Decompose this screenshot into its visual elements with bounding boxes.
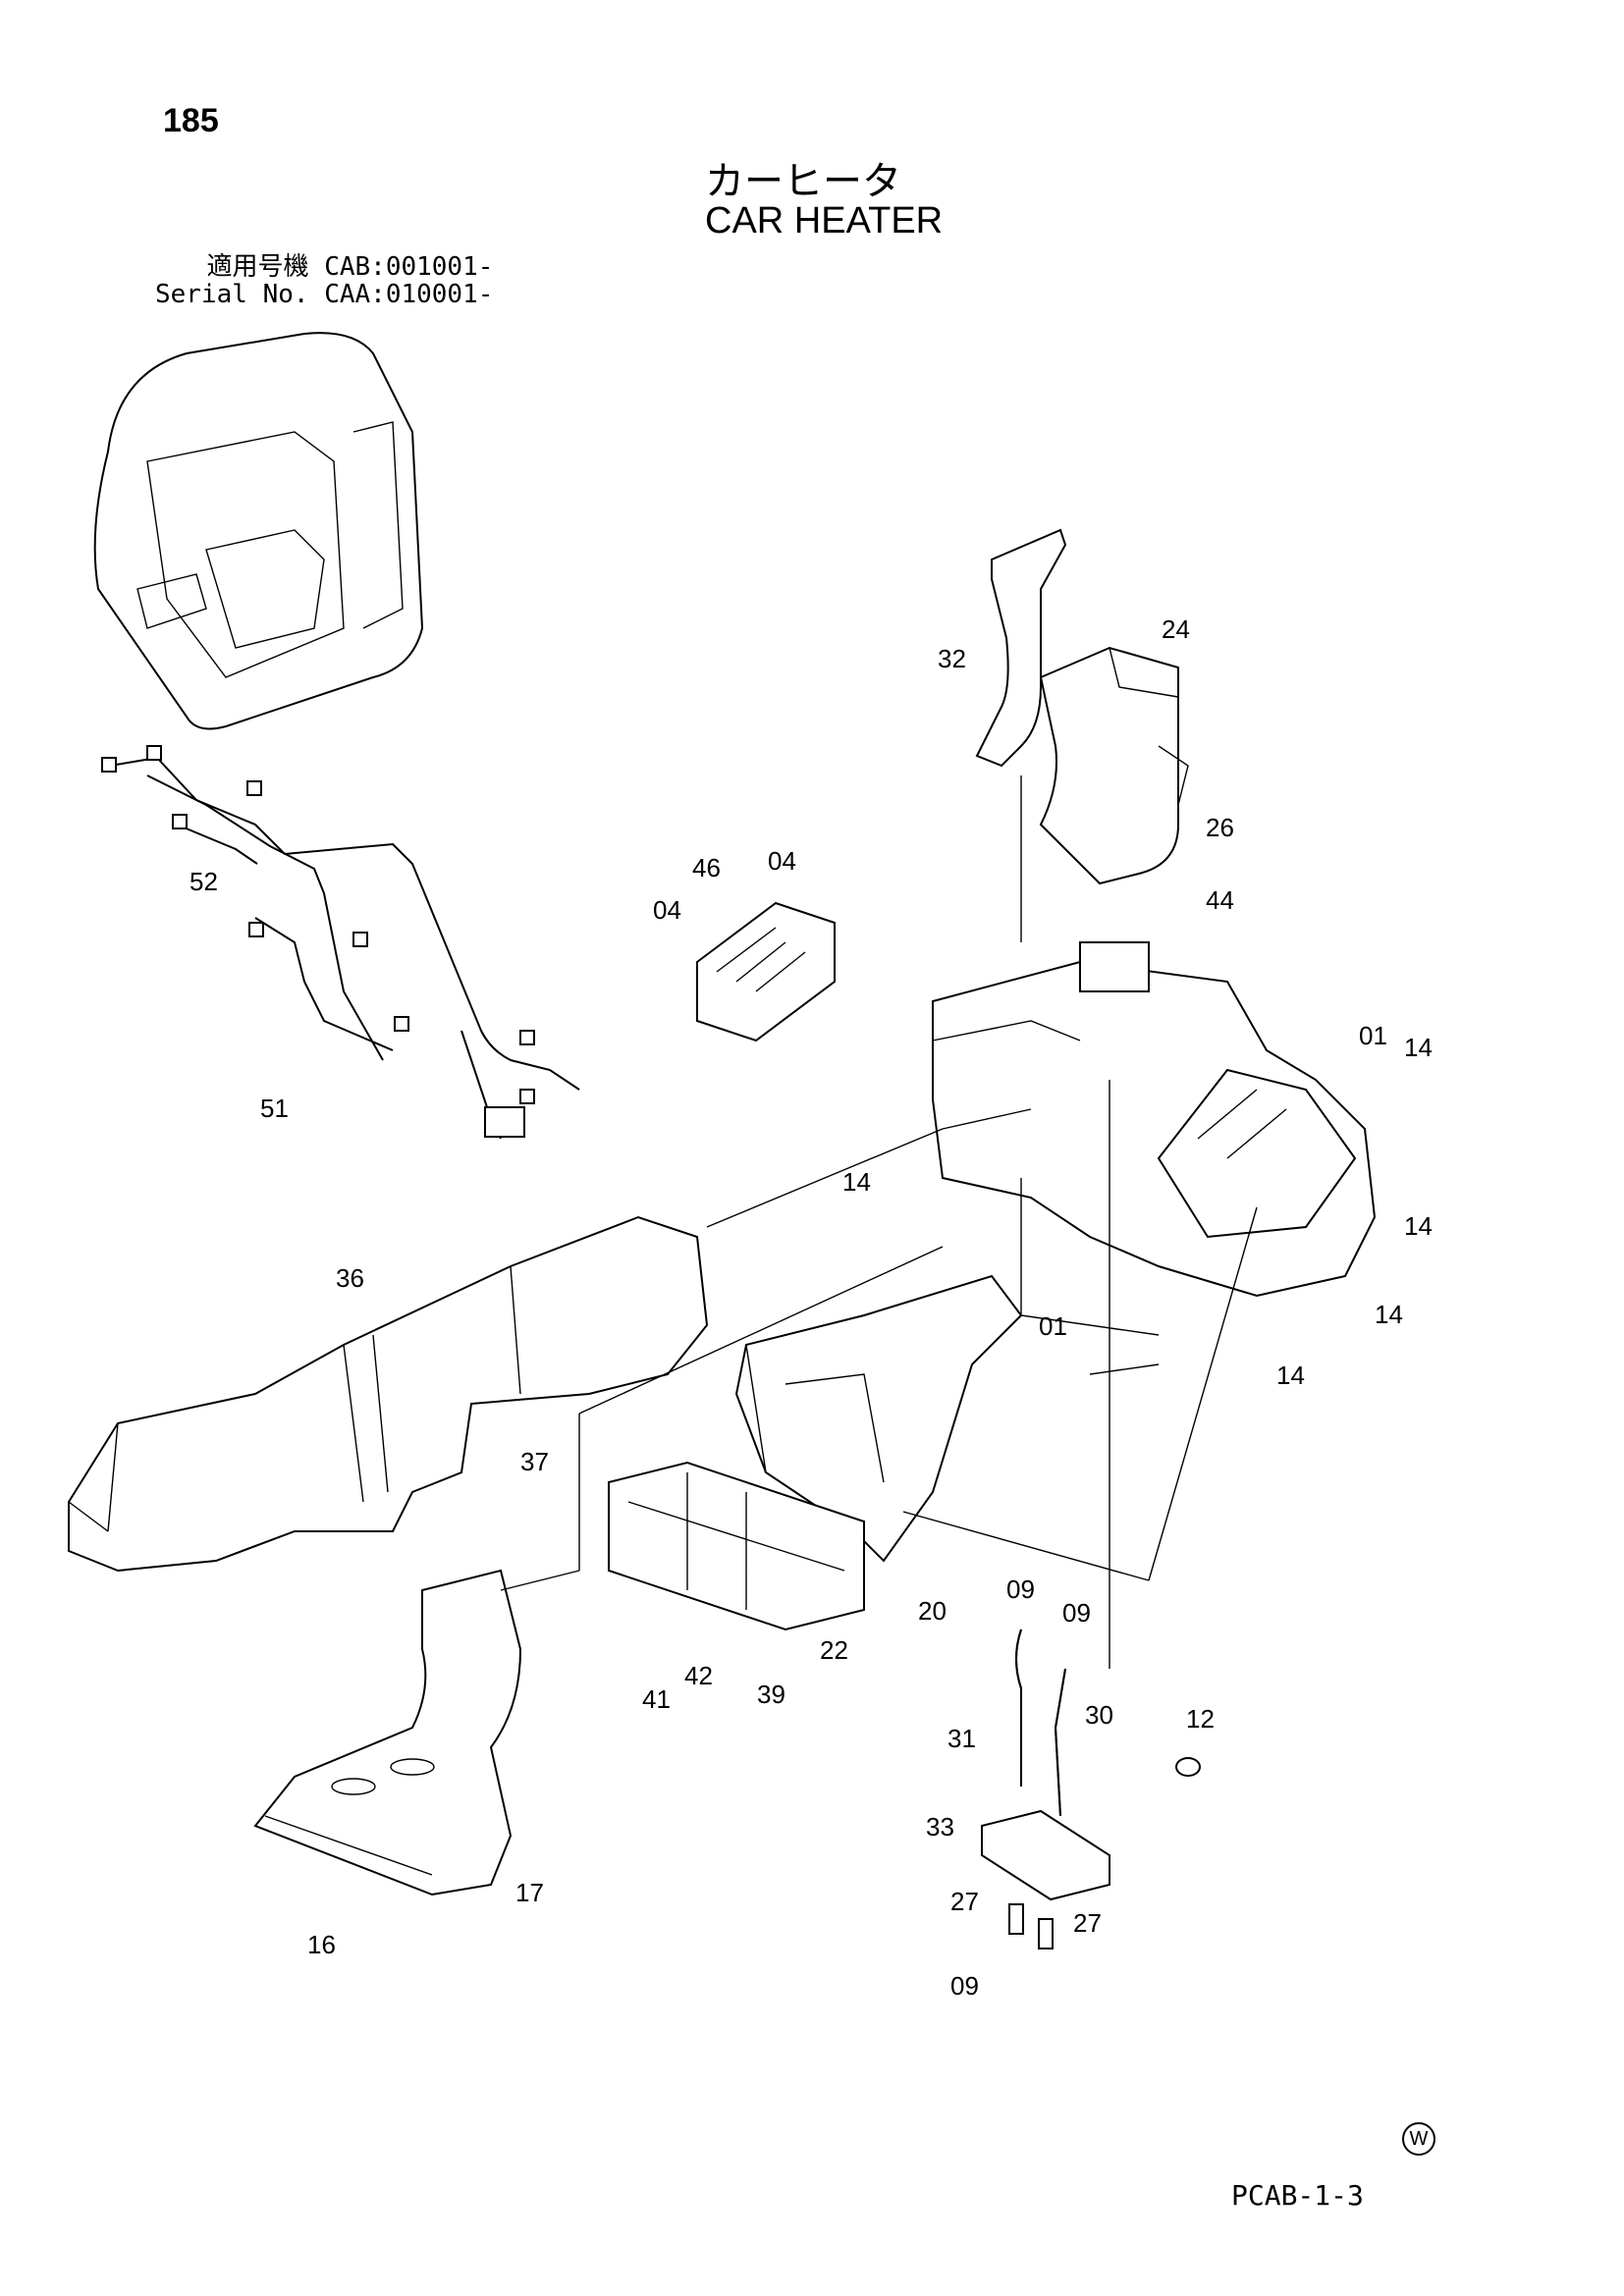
hoses-and-plate: [981, 1080, 1201, 1949]
label-42: 42: [684, 1661, 713, 1690]
label-01-upper: 01: [1359, 1021, 1387, 1050]
title-english: CAR HEATER: [705, 200, 944, 241]
title-japanese: カーヒータ: [705, 159, 901, 204]
label-20: 20: [918, 1596, 947, 1626]
label-46: 46: [692, 853, 721, 882]
label-44: 44: [1206, 885, 1234, 915]
label-09-c: 09: [950, 1971, 979, 2001]
label-32: 32: [938, 644, 966, 673]
label-09-b: 09: [1062, 1598, 1091, 1628]
w-mark-icon: W: [1402, 2122, 1435, 2156]
serial-applicability: 適用号機 CAB:001001- Serial No. CAA:010001-: [155, 253, 493, 308]
label-52: 52: [189, 867, 218, 896]
label-39: 39: [757, 1680, 785, 1709]
label-31: 31: [947, 1724, 976, 1753]
cab-illustration: [93, 332, 424, 730]
filter-39: [608, 1461, 865, 1631]
serial-caa: CAA:010001-: [324, 280, 494, 309]
serial-label-jp: 適用号機: [206, 252, 309, 282]
duct-16: [253, 1569, 522, 1896]
wire-harness: [101, 745, 580, 1140]
serial-label-en: Serial No.: [155, 280, 309, 309]
serial-cab: CAB:001001-: [324, 252, 494, 282]
heater-unit-44: [932, 941, 1377, 1298]
label-09-a: 09: [1006, 1575, 1035, 1604]
duct-24: [1039, 646, 1189, 885]
page-code: PCAB-1-3: [1231, 2179, 1364, 2212]
label-27-right: 27: [1073, 1908, 1102, 1938]
label-16: 16: [307, 1930, 336, 1959]
label-14-a: 14: [1404, 1033, 1433, 1062]
label-22: 22: [820, 1635, 848, 1665]
label-14-d: 14: [1375, 1300, 1403, 1329]
duct-36: [68, 1215, 709, 1573]
label-04-upper: 04: [768, 846, 796, 876]
part-labels: 32 24 26 52 46 04 04 44 01 14 51 14 14 3…: [189, 614, 1433, 2001]
label-04-left: 04: [653, 895, 681, 925]
duct-32: [975, 528, 1067, 942]
resistor-46: [696, 901, 836, 1042]
label-36: 36: [336, 1263, 364, 1293]
label-26: 26: [1206, 813, 1234, 842]
label-14-e: 14: [1276, 1361, 1305, 1390]
label-27-left: 27: [950, 1887, 979, 1916]
connection-lines: [500, 1128, 1258, 1591]
label-17: 17: [515, 1878, 544, 1907]
label-12: 12: [1186, 1704, 1215, 1734]
page-number: 185: [163, 102, 219, 139]
label-33: 33: [926, 1812, 954, 1842]
label-30: 30: [1085, 1700, 1113, 1730]
label-14-b: 14: [842, 1167, 871, 1197]
label-37: 37: [520, 1447, 549, 1476]
label-01-lower: 01: [1039, 1311, 1067, 1341]
label-24: 24: [1162, 614, 1190, 644]
label-41: 41: [642, 1684, 671, 1714]
label-14-c: 14: [1404, 1211, 1433, 1241]
label-51: 51: [260, 1094, 289, 1123]
